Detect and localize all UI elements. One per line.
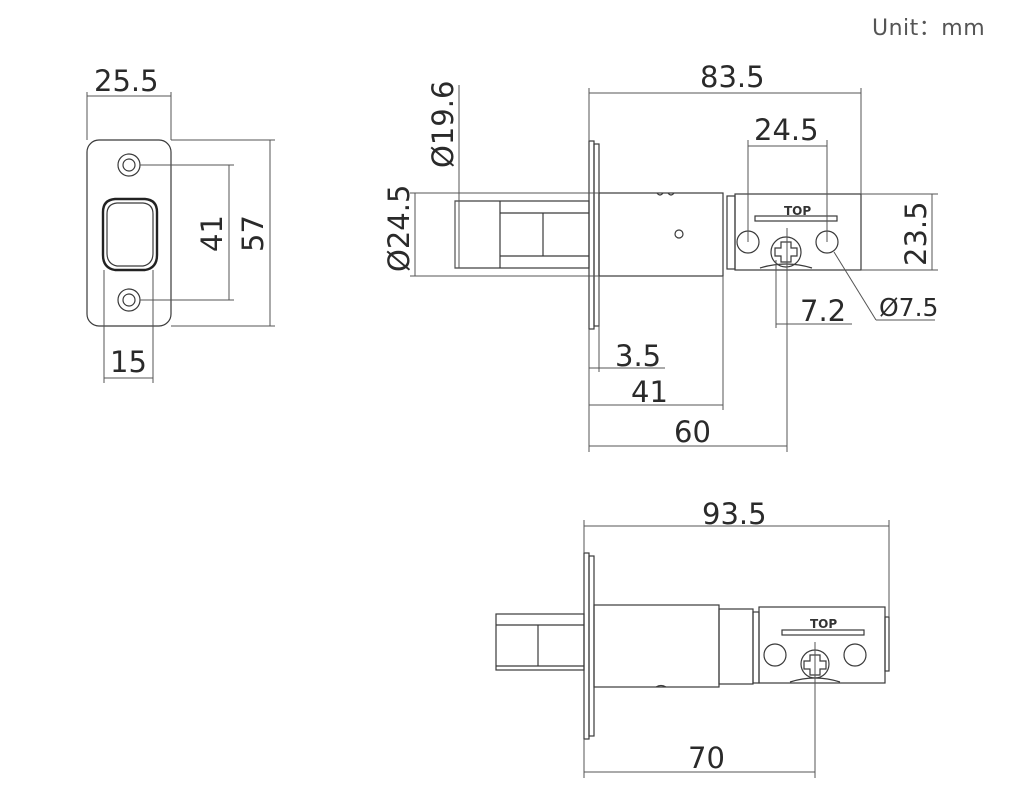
dim-plate-thickness: 3.5 — [615, 339, 661, 373]
dim-hole-spacing: 41 — [195, 215, 229, 252]
side-view-extended: TOP — [495, 520, 890, 778]
dim-cam-hole-spacing: 24.5 — [754, 113, 819, 147]
top-marking: TOP — [784, 204, 811, 218]
dim-bolt-width: 15 — [110, 345, 147, 379]
dim-overall-length: 83.5 — [700, 60, 765, 94]
dim-hole-dia: Ø7.5 — [879, 293, 938, 322]
dim-screw-offset: 7.2 — [800, 294, 846, 328]
dim-faceplate-dia: Ø19.6 — [426, 81, 460, 168]
dim-extended-length: 93.5 — [702, 497, 767, 531]
faceplate-view — [86, 92, 275, 383]
unit-label: Unit：mm — [872, 16, 986, 41]
dim-housing-height: 23.5 — [899, 201, 933, 266]
dim-bolt-dia: Ø24.5 — [382, 185, 416, 272]
dim-faceplate-height: 57 — [236, 215, 270, 252]
dim-faceplate-width: 25.5 — [94, 64, 159, 98]
side-view-retracted: TOP — [410, 85, 938, 452]
top-marking-extended: TOP — [810, 617, 837, 631]
dim-backset-60: 60 — [674, 415, 711, 449]
dim-backset-70: 70 — [688, 741, 725, 775]
dim-body-length: 41 — [631, 375, 668, 409]
